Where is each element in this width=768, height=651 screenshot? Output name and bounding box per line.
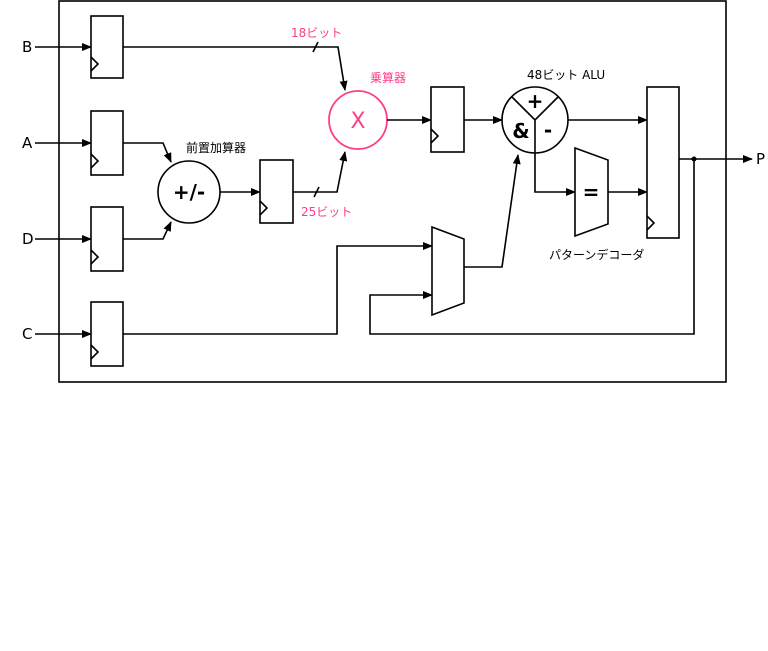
label-25-bit: 25ビット bbox=[301, 205, 352, 219]
label-multiplier: 乗算器 bbox=[370, 70, 406, 85]
alu bbox=[501, 86, 569, 154]
register-d bbox=[90, 206, 124, 272]
multiplexer bbox=[431, 225, 465, 317]
register-b bbox=[90, 15, 124, 79]
wire-d-to-preadder bbox=[123, 221, 172, 240]
label-alu: 48ビット ALU bbox=[527, 68, 605, 82]
bus-width-slash-18 bbox=[312, 41, 319, 53]
output-p-label: P bbox=[756, 150, 765, 168]
dsp-slice-boundary bbox=[58, 0, 727, 383]
bus-width-slash-25 bbox=[313, 186, 320, 198]
wire-feedback bbox=[369, 159, 695, 335]
alu-minus: - bbox=[544, 118, 552, 142]
input-c-label: C bbox=[22, 325, 32, 343]
alu-plus: + bbox=[527, 89, 544, 113]
pre-adder-op: +/- bbox=[173, 180, 205, 204]
wire-a-to-preadder bbox=[123, 142, 172, 163]
register-c bbox=[90, 301, 124, 367]
label-pre-adder: 前置加算器 bbox=[186, 140, 246, 155]
wire-mux-to-alu bbox=[464, 154, 521, 268]
wire-alu-to-pattern bbox=[534, 153, 576, 196]
input-d-label: D bbox=[22, 230, 34, 248]
input-a-label: A bbox=[22, 134, 33, 152]
wire-ad-to-multiplier bbox=[293, 151, 348, 193]
register-p bbox=[646, 86, 680, 239]
register-a bbox=[90, 110, 124, 176]
alu-and: & bbox=[512, 119, 529, 143]
input-b-label: B bbox=[22, 38, 32, 56]
label-18-bit: 18ビット bbox=[291, 26, 342, 40]
register-ad bbox=[259, 159, 294, 224]
pattern-detector bbox=[574, 146, 609, 238]
register-m bbox=[430, 86, 465, 153]
multiplier-op: X bbox=[350, 109, 365, 134]
wire-c-to-mux bbox=[123, 242, 433, 335]
label-pattern-detector: パターンデコーダ bbox=[549, 247, 644, 262]
pattern-eq: = bbox=[583, 180, 600, 204]
wire-b-to-multiplier bbox=[123, 46, 348, 91]
